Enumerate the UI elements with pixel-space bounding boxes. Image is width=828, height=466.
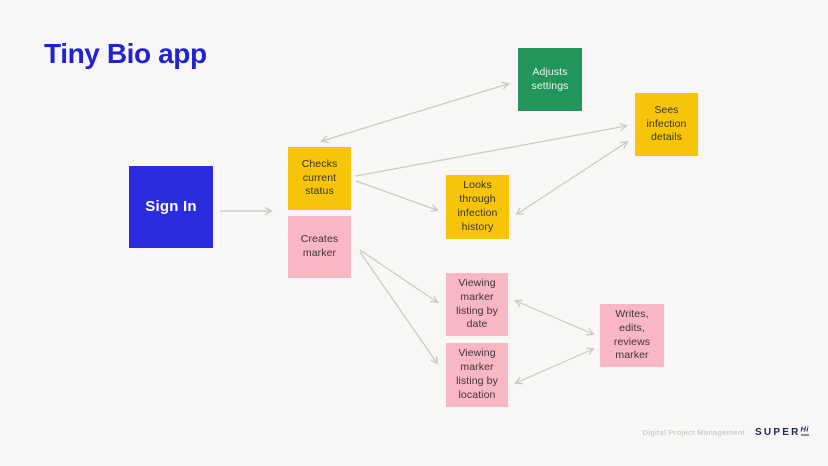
node-adjusts-settings-label: Adjusts settings xyxy=(531,65,569,92)
node-checks-current-status-label: Checks current status xyxy=(301,157,338,198)
node-viewing-marker-listing-by-location-label: Viewing marker listing by location xyxy=(456,347,498,401)
node-viewing-marker-listing-by-date[interactable]: Viewing marker listing by date xyxy=(446,273,508,336)
node-writes-edits-reviews-marker[interactable]: Writes, edits, reviews marker xyxy=(600,304,664,367)
node-checks-current-status[interactable]: Checks current status xyxy=(288,147,351,210)
node-viewing-marker-listing-by-location[interactable]: Viewing marker listing by location xyxy=(446,343,508,407)
node-creates-marker-label: Creates marker xyxy=(300,233,339,259)
node-looks-through-infection-history[interactable]: Looks through infection history xyxy=(446,175,509,239)
superhi-logo-super: SUPER xyxy=(755,427,801,438)
node-viewing-marker-listing-by-date-label: Viewing marker listing by date xyxy=(456,276,498,331)
page-title: Tiny Bio app xyxy=(44,38,207,69)
node-sign-in-label: Sign In xyxy=(145,198,197,216)
node-sees-infection-details[interactable]: Sees infection details xyxy=(635,93,698,156)
node-sees-infection-details-label: Sees infection details xyxy=(646,103,687,144)
node-creates-marker[interactable]: Creates marker xyxy=(288,216,351,278)
node-adjusts-settings[interactable]: Adjusts settings xyxy=(518,48,582,111)
footer-course-label: Digital Project Management xyxy=(642,428,746,437)
node-sign-in[interactable]: Sign In xyxy=(129,166,213,248)
superhi-logo-hi: Hi xyxy=(800,424,809,436)
node-looks-through-infection-history-label: Looks through infection history xyxy=(457,179,498,233)
node-writes-edits-reviews-marker-label: Writes, edits, reviews marker xyxy=(613,307,651,362)
